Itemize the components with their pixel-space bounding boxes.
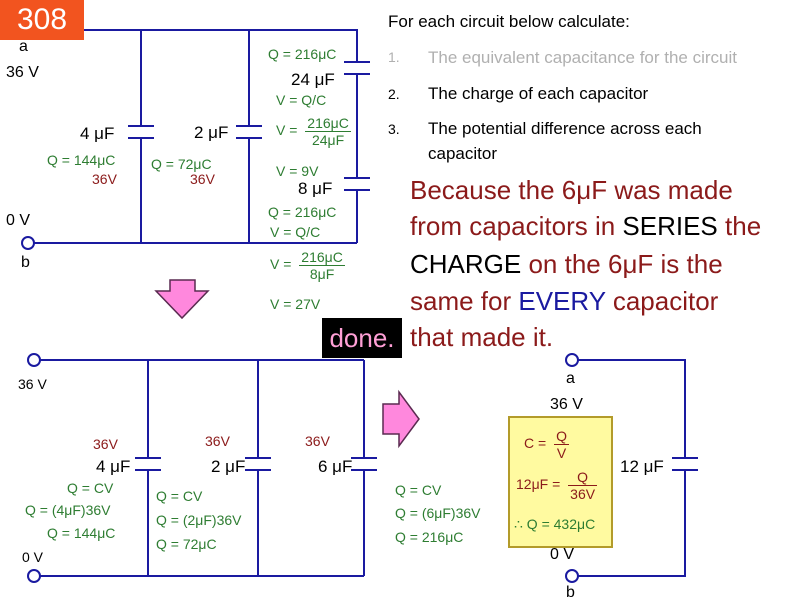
cap2-charge: Q = 72μC	[151, 156, 212, 172]
explanation-line-1: Because the 6μF was made	[410, 175, 733, 205]
terminal-b-right	[565, 569, 579, 583]
cap3-v-result: V = 9V	[276, 163, 319, 179]
terminal-mid-bottom	[27, 569, 41, 583]
cap1-charge: Q = 144μC	[47, 152, 116, 168]
mid-cap1-line1: Q = CV	[67, 480, 114, 496]
cap3-label: 24 μF	[291, 70, 335, 89]
terminal-mid-top	[27, 353, 41, 367]
cap2-voltage: 36V	[190, 171, 215, 187]
instruction-3-num: 3.	[388, 121, 400, 137]
explanation-line-4: same for EVERY capacitor	[410, 286, 719, 316]
mid-cap1-line3: Q = 144μC	[47, 525, 116, 541]
mid-cap2-line1: Q = CV	[156, 488, 203, 504]
mid-cap3-voltage: 36V	[305, 433, 330, 449]
instruction-1-num: 1.	[388, 49, 400, 65]
mid-cap3-line3: Q = 216μC	[395, 529, 464, 545]
cap1-voltage: 36V	[92, 171, 117, 187]
cap1-label: 4 μF	[80, 124, 115, 143]
node-b-label: b	[21, 254, 30, 271]
explanation-line-5: that made it.	[410, 322, 554, 352]
cap4-label: 8 μF	[298, 179, 333, 198]
mid-cap2-line2: Q = (2μF)36V	[156, 512, 242, 528]
cap4-v-formula: V = Q/C	[270, 224, 321, 240]
node-a-label: a	[19, 38, 28, 55]
mid-voltage-bottom: 0 V	[22, 549, 44, 565]
right-node-a: a	[566, 370, 575, 387]
instruction-3-text-cont: capacitor	[428, 144, 497, 163]
done-label: done.	[322, 318, 402, 358]
right-voltage-b: 0 V	[550, 546, 575, 563]
explanation-line-2: from capacitors in SERIES the	[410, 211, 762, 241]
mid-cap1-line2: Q = (4μF)36V	[25, 502, 111, 518]
right-arrow-icon	[382, 389, 420, 449]
voltage-a-label: 36 V	[6, 64, 39, 81]
mid-cap1-voltage: 36V	[93, 436, 118, 452]
right-node-b: b	[566, 584, 575, 601]
box-result: ∴ Q = 432μC	[514, 516, 596, 532]
mid-cap1-label: 4 μF	[96, 457, 131, 476]
mid-cap3-line2: Q = (6μF)36V	[395, 505, 481, 521]
cap2-label: 2 μF	[194, 123, 229, 142]
mid-voltage-top: 36 V	[18, 376, 47, 392]
explanation-line-3: CHARGE on the 6μF is the	[410, 249, 723, 279]
instruction-3-text: The potential difference across each	[428, 119, 702, 138]
mid-cap2-label: 2 μF	[211, 457, 246, 476]
right-cap-label: 12 μF	[620, 457, 664, 476]
mid-cap2-line3: Q = 72μC	[156, 536, 217, 552]
voltage-b-label: 0 V	[6, 212, 31, 229]
mid-cap2-voltage: 36V	[205, 433, 230, 449]
cap3-v-formula: V = Q/C	[276, 92, 327, 108]
mid-cap3-label: 6 μF	[318, 457, 353, 476]
instruction-2-text: The charge of each capacitor	[428, 84, 649, 103]
cap3-charge: Q = 216μC	[268, 46, 337, 62]
slide-number-badge: 308	[0, 0, 84, 40]
instructions-heading: For each circuit below calculate:	[388, 12, 630, 31]
instruction-2-num: 2.	[388, 86, 400, 102]
terminal-a-right	[565, 353, 579, 367]
cap4-v-result: V = 27V	[270, 296, 321, 312]
instruction-1-text: The equivalent capacitance for the circu…	[428, 48, 738, 67]
terminal-b-top	[21, 236, 35, 250]
top-rail-wire	[58, 29, 358, 62]
mid-cap3-line1: Q = CV	[395, 482, 442, 498]
down-arrow-icon	[154, 279, 210, 320]
cap4-charge: Q = 216μC	[268, 204, 337, 220]
right-voltage-a: 36 V	[550, 396, 583, 413]
